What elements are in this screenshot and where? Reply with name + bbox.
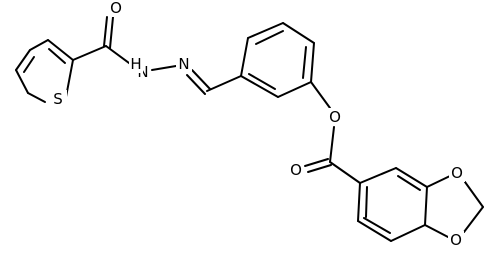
bond <box>282 22 315 44</box>
bond <box>277 81 312 98</box>
atom-oxygen-ester: O <box>329 108 341 126</box>
bond <box>15 49 31 71</box>
bond <box>240 75 279 98</box>
bond <box>464 181 484 208</box>
bond <box>424 186 428 226</box>
bond <box>359 167 397 184</box>
bond <box>365 186 368 218</box>
bond <box>109 16 114 49</box>
bond <box>72 45 107 61</box>
bond <box>48 48 66 64</box>
bond <box>310 81 331 109</box>
bond <box>191 69 211 90</box>
bond <box>426 175 451 188</box>
bond <box>151 65 177 71</box>
bond <box>307 164 332 173</box>
bond <box>206 75 242 92</box>
bond <box>302 46 307 79</box>
bond <box>240 37 249 77</box>
bond <box>395 167 428 188</box>
bond <box>397 175 421 191</box>
atom-sulfur: S <box>53 90 63 108</box>
atom-nitrogen-imine: N <box>178 55 189 73</box>
bond <box>65 59 74 98</box>
atom-oxygen-carbonyl-ester: O <box>290 161 302 179</box>
bond <box>357 220 392 242</box>
bond <box>329 126 335 163</box>
bond <box>247 22 284 39</box>
bond <box>248 73 276 90</box>
bond <box>255 30 284 45</box>
atom-oxygen-dioxole-top: O <box>451 164 463 182</box>
bond <box>29 39 49 51</box>
bond <box>23 56 35 73</box>
atom-labels: O S N H N O O O O <box>49 0 465 249</box>
bond <box>310 42 315 83</box>
bond <box>304 158 329 167</box>
bond <box>105 45 134 67</box>
bond <box>424 224 449 238</box>
bond <box>329 161 361 184</box>
atom-hydrogen-hydrazide: H <box>130 55 141 73</box>
atom-oxygen-dioxole-bottom: O <box>450 231 462 249</box>
bond <box>186 74 206 95</box>
bond <box>27 92 46 103</box>
bond <box>103 16 108 47</box>
bond <box>47 39 74 61</box>
bonds <box>15 16 484 242</box>
atom-oxygen-amide: O <box>110 0 122 17</box>
bond <box>390 224 426 242</box>
bond <box>463 206 484 233</box>
bond <box>357 182 361 222</box>
bond <box>363 217 391 234</box>
bond <box>15 69 29 94</box>
